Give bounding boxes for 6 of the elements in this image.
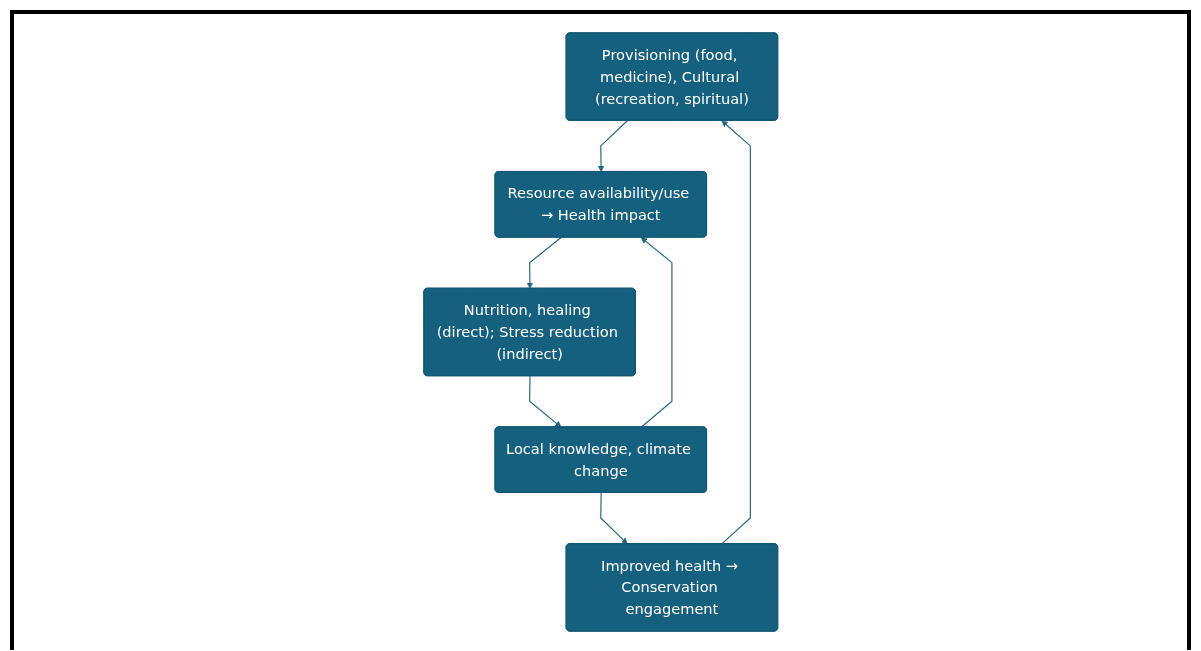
arrow [528, 375, 562, 428]
arrow [526, 236, 562, 289]
arrow [640, 237, 673, 428]
arrow [720, 120, 751, 545]
arrow [599, 492, 628, 545]
arrow [597, 120, 628, 173]
